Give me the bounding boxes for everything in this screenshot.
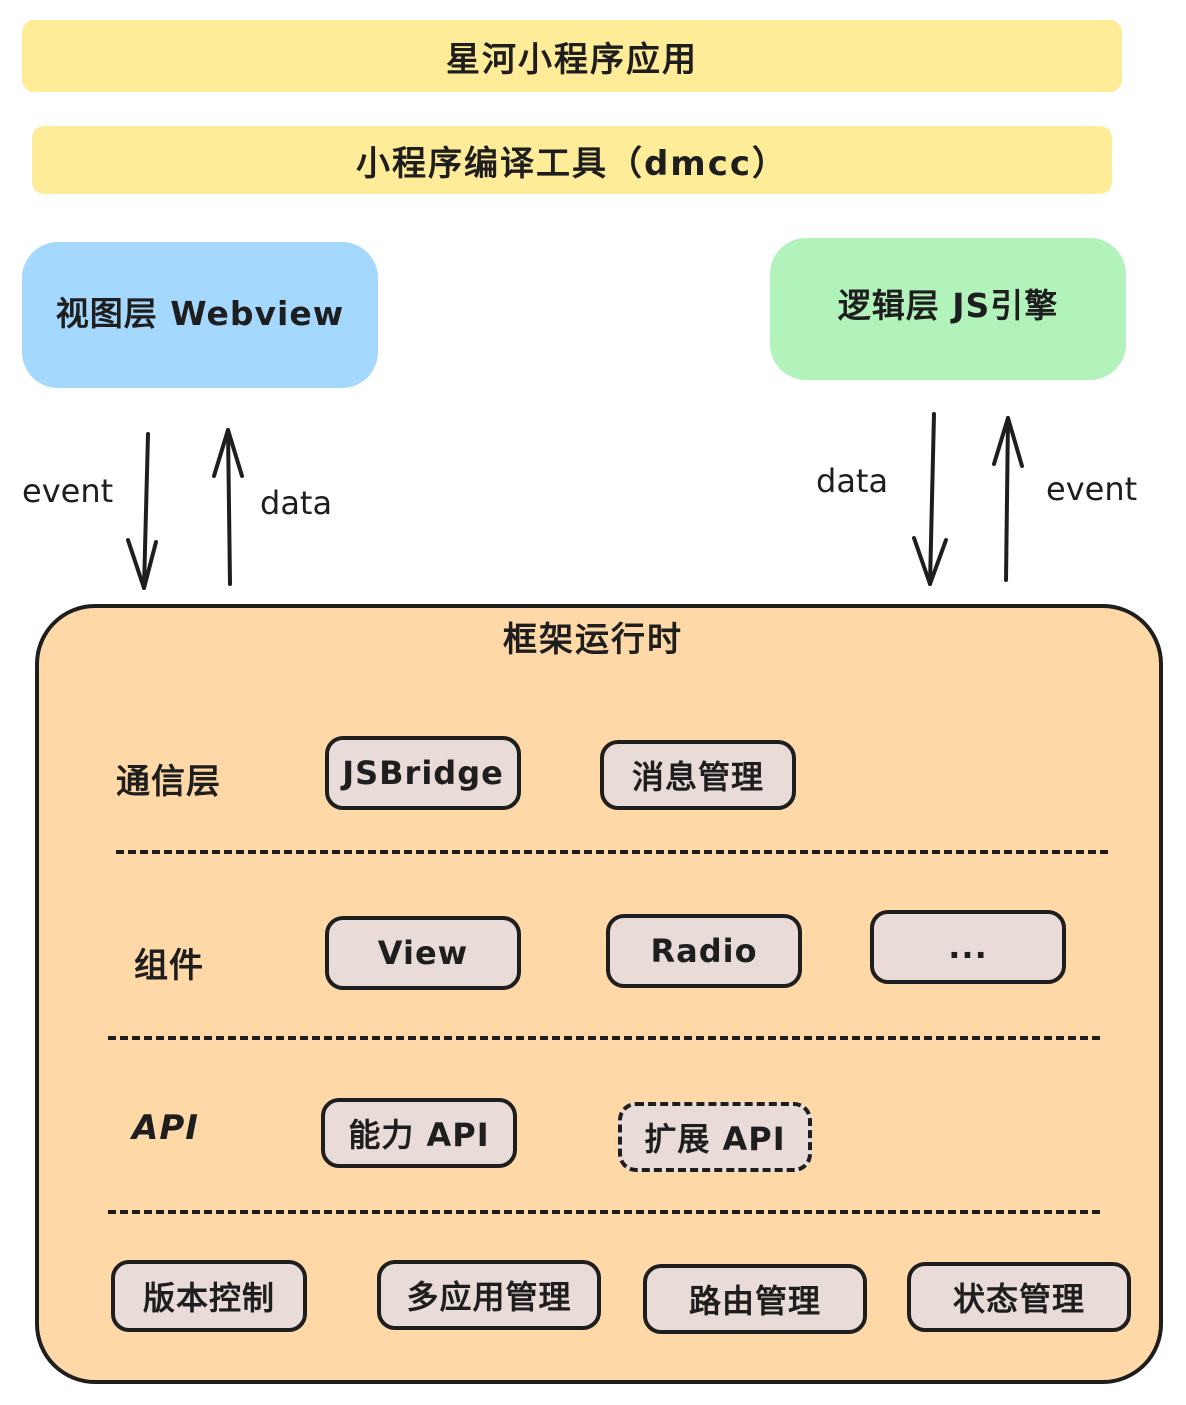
arrow-right-down (912, 412, 948, 586)
logic-layer-label: 逻辑层 JS引擎 (837, 286, 1059, 325)
divider-2 (108, 1036, 1100, 1040)
chip-message-management-label: 消息管理 (631, 758, 764, 796)
compiler-band-label: 小程序编译工具（dmcc） (355, 143, 789, 184)
chip-more-label: ... (948, 928, 988, 966)
chip-state-management-label: 状态管理 (952, 1280, 1085, 1318)
chip-radio-label: Radio (650, 932, 758, 970)
arrow-left-down (126, 432, 158, 590)
chip-extension-api-label: 扩展 API (644, 1120, 786, 1158)
divider-1 (116, 850, 1108, 854)
chip-multi-app-management[interactable]: 多应用管理 (377, 1260, 601, 1330)
chip-version-control[interactable]: 版本控制 (111, 1260, 307, 1332)
chip-capability-api[interactable]: 能力 API (321, 1098, 517, 1168)
chip-view[interactable]: View (325, 916, 521, 990)
chip-message-management[interactable]: 消息管理 (600, 740, 796, 810)
chip-jsbridge[interactable]: JSBridge (325, 736, 521, 810)
chip-routing-management[interactable]: 路由管理 (643, 1264, 867, 1334)
chip-view-label: View (377, 934, 469, 972)
chip-extension-api[interactable]: 扩展 API (618, 1102, 812, 1172)
arrows-layer (126, 412, 1024, 590)
arrow-label-right-event: event (1046, 470, 1138, 508)
arrow-label-right-data: data (816, 462, 889, 500)
arrow-label-left-event: event (22, 472, 114, 510)
arrow-label-left-data: data (260, 484, 333, 522)
chip-state-management[interactable]: 状态管理 (907, 1262, 1131, 1332)
arrow-left-up (212, 428, 244, 586)
divider-3 (108, 1210, 1100, 1214)
row-label-components: 组件 (134, 946, 204, 986)
logic-layer-box: 逻辑层 JS引擎 (770, 238, 1126, 380)
view-layer-box: 视图层 Webview (22, 242, 378, 388)
chip-version-control-label: 版本控制 (142, 1279, 275, 1317)
framework-runtime-box (35, 604, 1163, 1384)
chip-capability-api-label: 能力 API (348, 1116, 490, 1154)
row-label-api: API (132, 1108, 199, 1148)
row-label-communication: 通信层 (116, 762, 221, 802)
chip-radio[interactable]: Radio (606, 914, 802, 988)
app-band-label: 星河小程序应用 (446, 39, 698, 80)
chip-routing-management-label: 路由管理 (688, 1282, 821, 1320)
arrow-right-up (992, 416, 1024, 582)
compiler-band: 小程序编译工具（dmcc） (32, 126, 1112, 194)
runtime-title: 框架运行时 (503, 620, 683, 660)
view-layer-label: 视图层 Webview (55, 294, 345, 333)
app-band: 星河小程序应用 (22, 20, 1122, 92)
chip-multi-app-management-label: 多应用管理 (406, 1278, 572, 1316)
chip-more[interactable]: ... (870, 910, 1066, 984)
chip-jsbridge-label: JSBridge (342, 754, 504, 792)
